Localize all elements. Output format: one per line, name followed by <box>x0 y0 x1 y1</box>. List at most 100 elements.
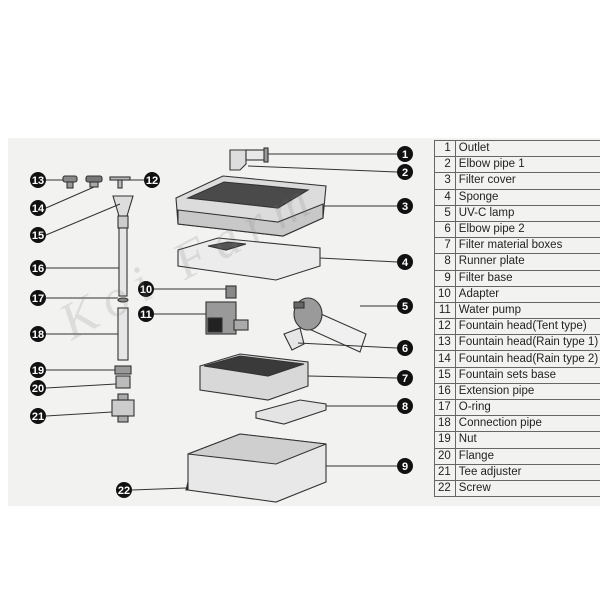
callout-label: 4 <box>402 257 409 269</box>
part-number: 14 <box>434 350 456 368</box>
callout-label: 21 <box>32 411 44 423</box>
part-label: Fountain head(Rain type 2) <box>454 350 600 368</box>
callout-3: 3 <box>397 198 413 214</box>
callout-2: 2 <box>397 164 413 180</box>
callout-13: 13 <box>30 172 46 188</box>
exploded-view-diagram: 1 2 3 4 5 6 7 8 9 10 11 12 13 14 15 16 1… <box>30 146 413 503</box>
runner-plate-drawing <box>255 399 327 425</box>
elbow-pipe-1-drawing <box>229 147 269 171</box>
callout-9: 9 <box>397 458 413 474</box>
part-label: O-ring <box>454 398 600 417</box>
part-number: 6 <box>434 220 456 239</box>
fountain-head-rain-1-drawing <box>62 175 78 189</box>
callout-label: 14 <box>32 203 45 215</box>
part-number: 4 <box>434 188 456 206</box>
callout-label: 12 <box>146 175 158 187</box>
callout-12: 12 <box>144 172 160 188</box>
callout-label: 17 <box>32 293 44 305</box>
extension-pipe-drawing <box>117 215 129 297</box>
elbow-pipe-2-drawing <box>283 327 305 351</box>
part-number: 20 <box>434 447 456 465</box>
callout-label: 19 <box>32 365 44 377</box>
part-label: Outlet <box>454 139 600 158</box>
part-number: 3 <box>434 172 456 190</box>
filter-cover-drawing <box>175 175 327 237</box>
part-label: Screw <box>454 479 600 498</box>
part-label: Adapter <box>454 285 600 303</box>
callout-label: 1 <box>402 149 408 161</box>
callout-label: 6 <box>402 343 408 355</box>
part-number: 19 <box>434 431 456 449</box>
leader-lines <box>45 153 398 491</box>
part-number: 21 <box>434 463 456 481</box>
callout-label: 11 <box>140 309 152 321</box>
part-number: 12 <box>434 318 456 336</box>
callout-8: 8 <box>397 398 413 414</box>
part-label: Nut <box>454 431 600 449</box>
uv-c-lamp-drawing <box>293 297 367 353</box>
nut-drawing <box>114 365 132 375</box>
callout-21: 21 <box>30 408 46 424</box>
callout-5: 5 <box>397 298 413 314</box>
part-number: 5 <box>434 204 456 222</box>
callout-11: 11 <box>138 306 154 322</box>
callout-label: 15 <box>32 230 44 242</box>
part-label: Tee adjuster <box>454 463 600 481</box>
part-label: Sponge <box>454 188 600 206</box>
callout-19: 19 <box>30 362 46 378</box>
flange-drawing <box>115 375 131 389</box>
callout-17: 17 <box>30 290 46 306</box>
callout-label: 9 <box>402 461 408 473</box>
fountain-head-rain-2-drawing <box>85 175 103 188</box>
part-label: Filter material boxes <box>454 237 600 255</box>
callout-label: 10 <box>140 284 152 296</box>
part-label: Extension pipe <box>454 382 600 401</box>
callout-15: 15 <box>30 227 46 243</box>
callout-7: 7 <box>397 370 413 386</box>
part-number: 11 <box>434 301 456 320</box>
callout-22: 22 <box>116 482 132 498</box>
adapter-drawing <box>225 285 237 299</box>
callout-label: 22 <box>118 485 130 497</box>
part-number: 2 <box>434 156 456 174</box>
part-label: Water pump <box>454 301 600 320</box>
part-number: 17 <box>434 398 456 417</box>
part-number: 10 <box>434 285 456 303</box>
callout-14: 14 <box>30 200 46 216</box>
callout-20: 20 <box>30 380 46 396</box>
water-pump-drawing <box>205 301 249 335</box>
callout-label: 16 <box>32 263 44 275</box>
o-ring-drawing <box>117 297 129 303</box>
part-number: 13 <box>434 334 456 352</box>
callout-6: 6 <box>397 340 413 356</box>
callout-label: 2 <box>402 167 408 179</box>
callout-label: 20 <box>32 383 44 395</box>
tee-adjuster-drawing <box>111 393 135 423</box>
callout-label: 7 <box>402 373 408 385</box>
part-number: 1 <box>434 139 456 158</box>
part-number: 7 <box>434 237 456 255</box>
sponge-drawing <box>177 237 321 281</box>
callout-label: 18 <box>32 329 44 341</box>
part-number: 18 <box>434 415 456 433</box>
